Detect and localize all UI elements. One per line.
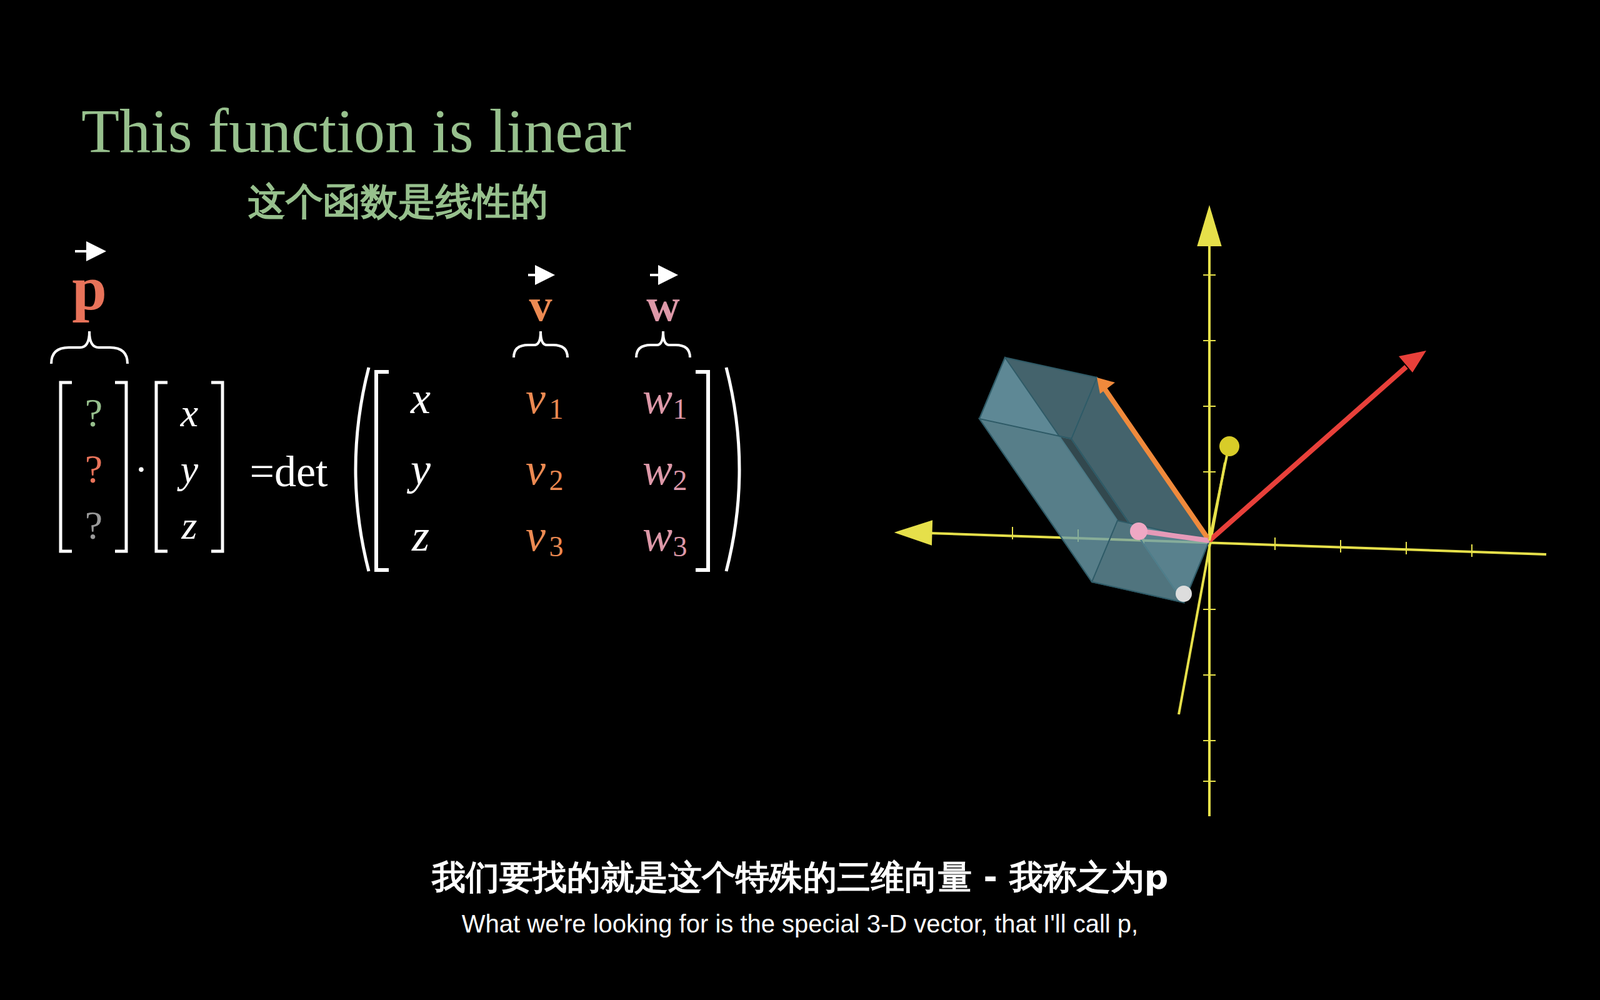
unknown-entry: ? — [85, 449, 103, 490]
unknown-entry: ? — [85, 505, 103, 546]
matrix-entry: v — [525, 446, 546, 492]
subtitle-chinese: 我们要找的就是这个特殊的三维向量 - 我称之为p — [431, 860, 1169, 895]
matrix-entry: w — [642, 446, 673, 492]
subscript: 3 — [549, 532, 564, 562]
subheading: 这个函数是线性的 — [248, 182, 549, 220]
matrix-entry: w — [642, 513, 673, 559]
unknown-entry: ? — [85, 393, 103, 434]
matrix-entry: y — [410, 446, 431, 492]
braces — [51, 331, 690, 364]
equals-det: =det — [250, 450, 329, 494]
vector-name: p — [71, 257, 107, 320]
3d-scene — [898, 209, 1547, 817]
matrix-entry: v — [525, 375, 546, 421]
vector-arrows — [75, 251, 674, 275]
dot-operator: · — [134, 449, 148, 490]
vector-name: w — [646, 281, 680, 329]
subscript: 1 — [673, 395, 688, 424]
brackets — [60, 367, 740, 572]
subtitle-english: What we're looking for is the special 3-… — [461, 911, 1139, 937]
vector-name: v — [529, 281, 553, 329]
subscript: 1 — [549, 395, 564, 424]
title: This function is linear — [81, 100, 632, 163]
vector-entry: x — [180, 393, 199, 434]
vector-entry: z — [181, 505, 198, 546]
matrix-entry: z — [411, 513, 430, 559]
subscript: 3 — [673, 532, 688, 562]
matrix-entry: x — [410, 375, 431, 421]
matrix-entry: v — [525, 513, 546, 559]
subscript: 2 — [549, 466, 564, 495]
matrix-entry: w — [642, 375, 673, 421]
vector-entry: y — [180, 449, 199, 490]
subscript: 2 — [673, 466, 688, 495]
